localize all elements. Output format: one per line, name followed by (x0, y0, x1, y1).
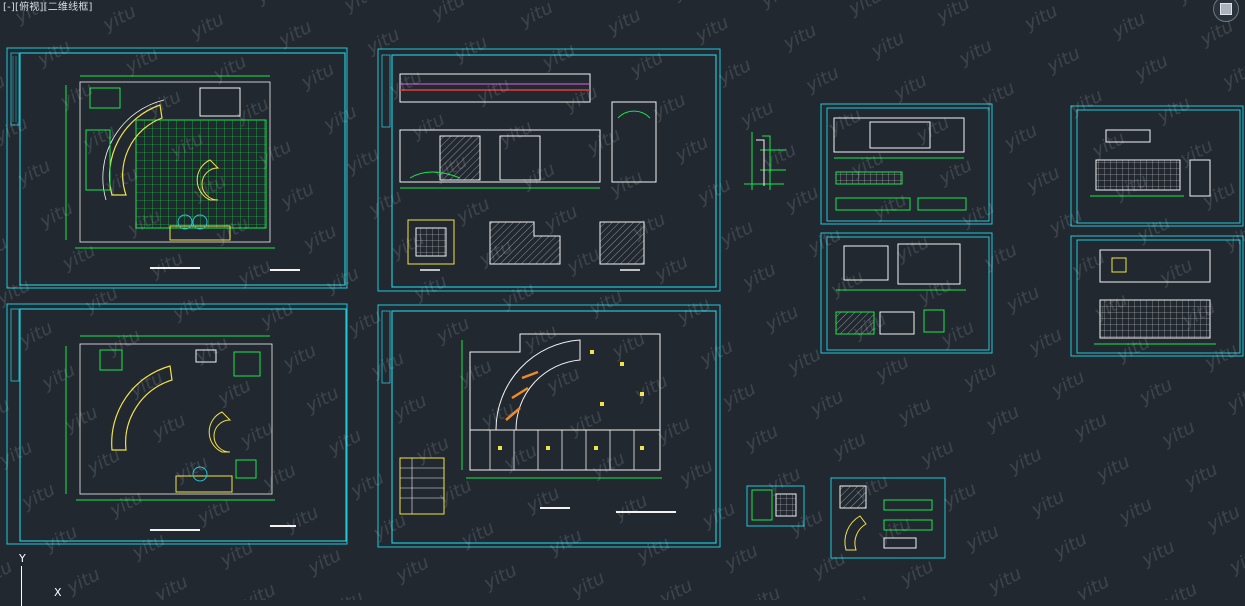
floor-plan-drawing (65, 75, 300, 271)
sheet-detail-e[interactable] (746, 485, 805, 527)
sheet-floor-plan-1[interactable] (6, 47, 348, 289)
ceiling-plan-drawing (399, 333, 676, 515)
sheet-detail-c[interactable] (1070, 105, 1244, 227)
ucs-y-axis (21, 566, 22, 606)
sheet-inner-border (826, 107, 990, 222)
sheet-binding-strip (381, 54, 391, 128)
ucs-icon: Y X (14, 552, 74, 606)
sheet-outer-border (377, 304, 721, 548)
ucs-y-label: Y (19, 552, 26, 565)
sheet-detail-b[interactable] (820, 232, 993, 354)
sheet-detail-f[interactable] (830, 477, 946, 559)
detail-section-small[interactable] (744, 132, 786, 190)
sheet-outer-border (820, 232, 993, 354)
sheet-binding-strip (10, 52, 20, 126)
sheet-ceiling-plan[interactable] (377, 304, 721, 548)
sheet-binding-strip (10, 308, 20, 382)
sheet-detail-d[interactable] (1070, 235, 1244, 357)
sheet-elevations-1[interactable] (377, 48, 721, 292)
sheet-floor-plan-2[interactable] (6, 303, 348, 545)
floor-plan-drawing (65, 335, 296, 531)
sheet-outer-border (6, 303, 348, 545)
ucs-x-label: X (54, 586, 62, 599)
sheet-binding-strip (381, 310, 391, 384)
sheet-detail-a[interactable] (820, 103, 993, 225)
elevation-drawing (399, 73, 657, 271)
